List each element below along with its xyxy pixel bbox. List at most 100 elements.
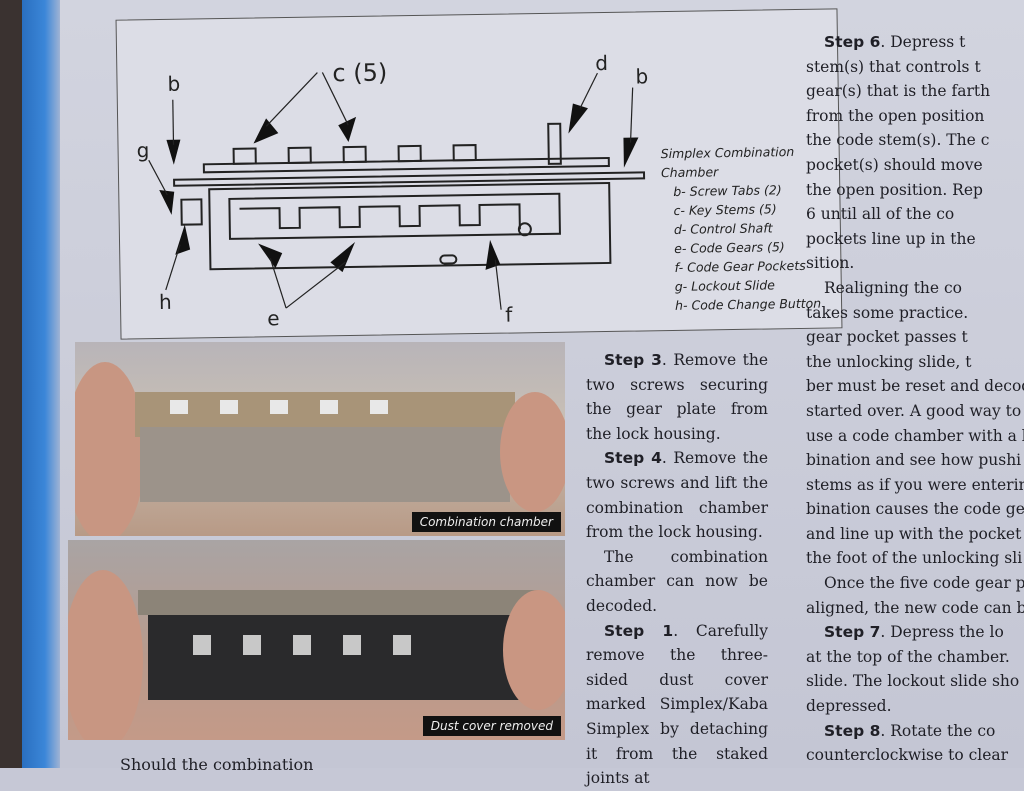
step-heading: Step 3 (604, 351, 662, 369)
line-text: the code stem(s). The c (806, 131, 990, 150)
line-text: aligned, the new code can be (806, 598, 1024, 617)
paragraph: Step 4. Remove the two screws and lift t… (586, 446, 768, 544)
text-line: the foot of the unlocking sli (806, 546, 1024, 571)
line-text: ber must be reset and decodin (806, 377, 1024, 396)
text-line: the open position. Rep (806, 178, 1024, 203)
line-text: sition. (806, 254, 855, 273)
callout-d: d (595, 50, 609, 76)
step-heading: Step 6 (824, 33, 881, 51)
text-line: bination causes the code gea (806, 497, 1024, 522)
photo-combination-chamber: Combination chamber (75, 342, 565, 536)
text-line: Once the five code gear p (806, 571, 1024, 596)
callout-b-right: b (635, 64, 649, 89)
text-line: 6 until all of the co (806, 202, 1024, 227)
line-text: slide. The lockout slide sho (806, 672, 1020, 691)
chamber-photo-illustration (68, 570, 565, 740)
legend-item: c- Key Stems (5) (673, 201, 777, 218)
step-text: . Remove the two screws securing the gea… (586, 351, 768, 443)
page-blue-margin (22, 0, 60, 768)
text-line: counterclockwise to clear (806, 743, 1024, 768)
bottom-text: Should the combination (120, 755, 314, 774)
text-line: gear pocket passes t (806, 325, 1024, 350)
diagram-figure: b c (5) d b g h e f Simplex Combination … (115, 8, 843, 340)
line-text: bination and see how pushi (806, 451, 1022, 470)
legend-item: d- Control Shaft (673, 220, 773, 237)
line-text: gear pocket passes t (806, 328, 968, 347)
line-text: depressed. (806, 697, 892, 716)
text-line: ber must be reset and decodin (806, 374, 1024, 399)
legend-item: e- Code Gears (5) (674, 239, 785, 256)
text-line: Step 8. Rotate the co (824, 721, 996, 740)
legend-item: f- Code Gear Pockets (674, 257, 806, 275)
text-line: at the top of the chamber. (806, 645, 1024, 670)
line-text: pocket(s) should move (806, 155, 983, 174)
paragraph: Step 1. Carefully remove the three-sided… (586, 619, 768, 791)
callout-h: h (158, 289, 172, 315)
text-line: aligned, the new code can be (806, 596, 1024, 621)
text-line: bination and see how pushi (806, 448, 1024, 473)
callout-g: g (136, 138, 150, 163)
legend-item: g- Lockout Slide (674, 277, 775, 294)
text-line: use a code chamber with a kn (806, 424, 1024, 449)
line-text: counterclockwise to clear (806, 746, 1009, 765)
step-heading: Step 4 (604, 449, 662, 468)
line-text: at the top of the chamber. (806, 647, 1010, 666)
text-line: gear(s) that is the farth (806, 79, 1024, 104)
line-text: the foot of the unlocking sli (806, 549, 1023, 568)
legend-title: Simplex Combination Chamber (660, 144, 795, 181)
line-text: use a code chamber with a kn (806, 426, 1024, 445)
step-heading: Step 7 (824, 623, 881, 642)
text-line: started over. A good way to (806, 399, 1024, 424)
line-text: stem(s) that controls t (806, 57, 981, 76)
text-line: the unlocking slide, t (806, 350, 1024, 375)
text-line: the code stem(s). The c (806, 128, 1024, 153)
line-text: Depress the lo (890, 623, 1004, 642)
text-line: stems as if you were enterin (806, 473, 1024, 498)
step-text: . Remove the two screws and lift the com… (586, 449, 768, 542)
text-line: Step 6. Depress t (824, 33, 966, 51)
line-text: started over. A good way to (806, 401, 1022, 420)
line-text: stems as if you were enterin (806, 475, 1024, 494)
text-line: and line up with the pocket (806, 522, 1024, 547)
middle-text-column: Step 3. Remove the two screws securing t… (586, 348, 768, 791)
paragraph-text: The combination chamber can now be decod… (586, 547, 768, 615)
line-text: the open position. Rep (806, 180, 983, 199)
line-text: Rotate the co (890, 721, 996, 740)
photo-dust-cover-removed: Dust cover removed (68, 540, 565, 740)
text-line: pockets line up in the (806, 227, 1024, 252)
callout-b-left: b (167, 71, 181, 96)
paragraph: The combination chamber can now be decod… (586, 545, 768, 619)
step-heading: Step 1 (604, 621, 674, 640)
line-text: Depress t (890, 33, 966, 51)
callout-c: c (5) (332, 58, 388, 88)
line-text: Realigning the co (824, 278, 963, 297)
text-line: Realigning the co (806, 276, 1024, 301)
text-line: takes some practice. (806, 301, 1024, 326)
step-text: . Carefully remove the three-sided dust … (586, 621, 768, 788)
text-line: Step 7. Depress the lo (824, 623, 1004, 642)
photo-caption: Combination chamber (411, 512, 561, 532)
book-edge (0, 0, 22, 768)
line-text: 6 until all of the co (806, 205, 955, 224)
line-text: gear(s) that is the farth (806, 82, 991, 101)
text-line: sition. (806, 251, 1024, 276)
line-text: bination causes the code gea (806, 500, 1024, 519)
text-line: from the open position (806, 104, 1024, 129)
combination-chamber-drawing (148, 72, 646, 310)
text-line: pocket(s) should move (806, 153, 1024, 178)
line-text: takes some practice. (806, 303, 969, 322)
diagram-legend: Simplex Combination Chamber b- Screw Tab… (661, 142, 822, 315)
callout-e: e (267, 306, 280, 331)
paragraph: Step 3. Remove the two screws securing t… (586, 348, 768, 446)
line-text: Once the five code gear p (824, 574, 1024, 593)
text-line: depressed. (806, 694, 1024, 719)
right-text-column: Step 6. Depress t stem(s) that controls t… (806, 30, 1024, 768)
line-text: pockets line up in the (806, 229, 976, 248)
text-line: slide. The lockout slide sho (806, 669, 1024, 694)
chamber-photo-illustration (75, 362, 565, 536)
callout-f: f (505, 302, 513, 327)
step-heading: Step 8 (824, 721, 881, 740)
line-text: the unlocking slide, t (806, 352, 972, 371)
line-text: from the open position (806, 106, 985, 125)
line-text: and line up with the pocket (806, 524, 1022, 543)
